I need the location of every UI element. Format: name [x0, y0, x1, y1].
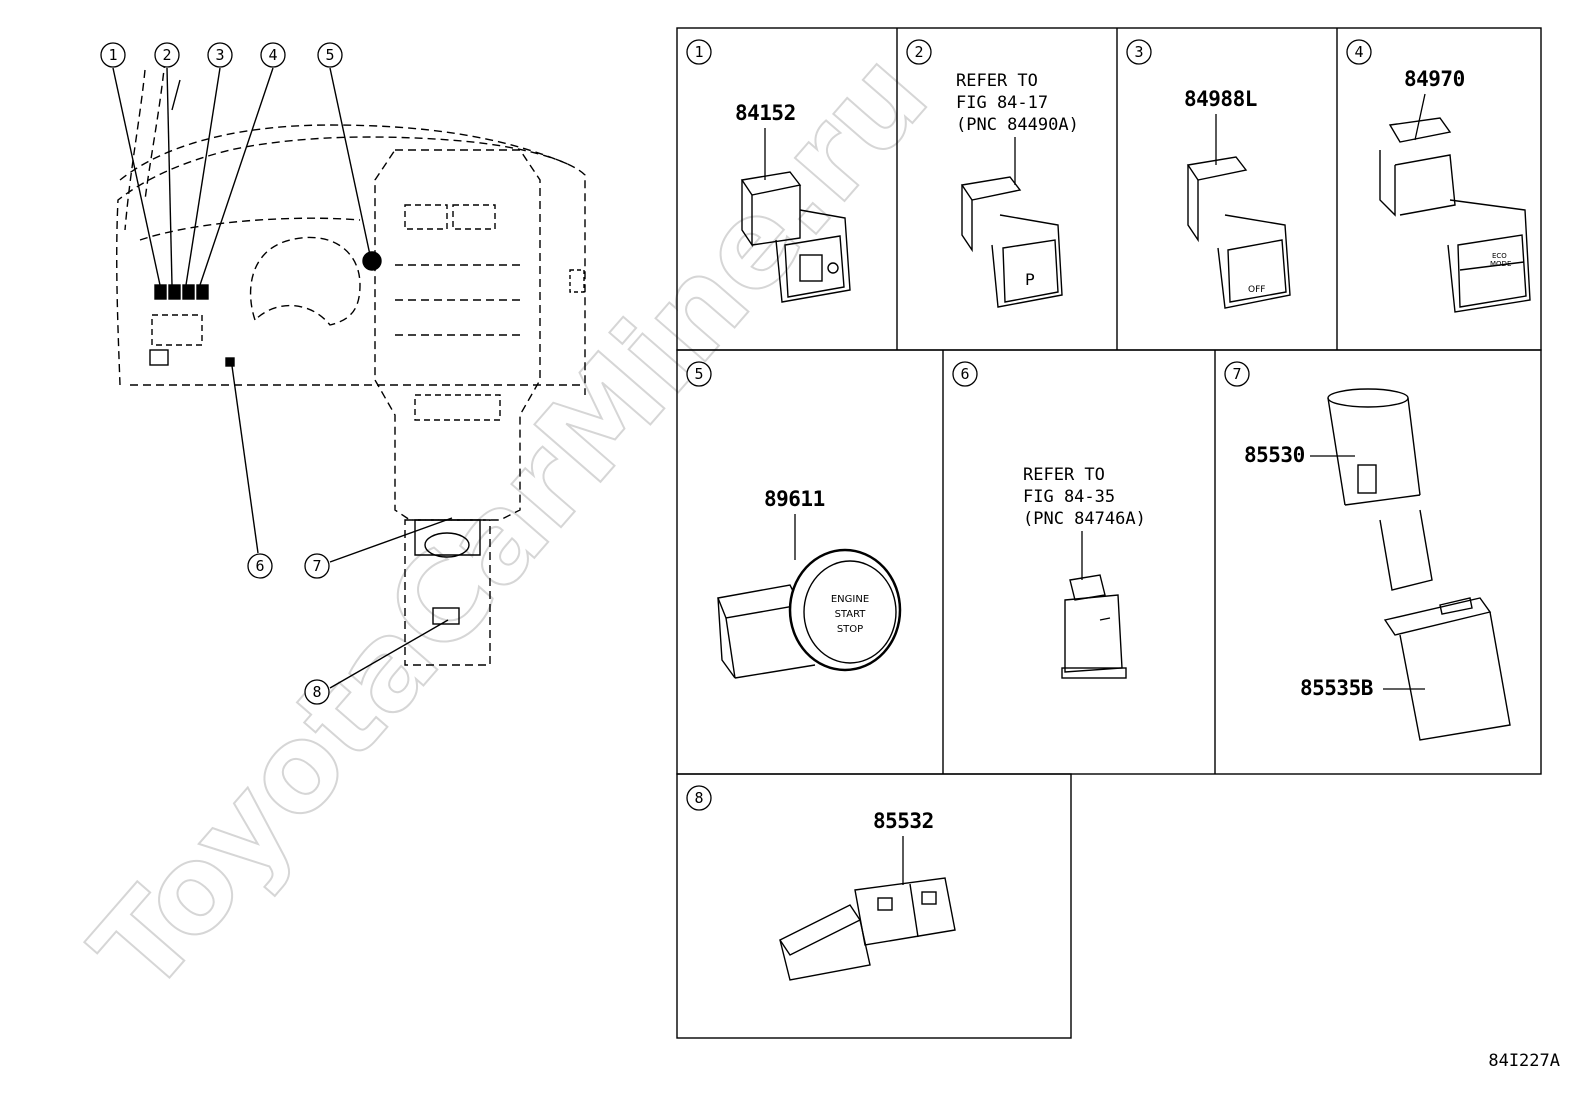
svg-text:MODE: MODE: [1490, 260, 1511, 268]
svg-text:2: 2: [914, 43, 923, 61]
figure-code: 84I227A: [1488, 1051, 1560, 1071]
panel-1: 1 84152: [686, 39, 851, 303]
svg-text:P: P: [1025, 270, 1035, 289]
svg-text:6: 6: [960, 365, 969, 383]
svg-text:FIG 84-35: FIG 84-35: [1023, 487, 1115, 507]
svg-text:8: 8: [694, 789, 703, 807]
part-number-85535B: 85535B: [1300, 676, 1373, 700]
svg-text:7: 7: [312, 557, 321, 575]
svg-text:6: 6: [255, 557, 264, 575]
switch-84152-illustration: [740, 171, 851, 303]
eco-mode-switch-illustration: ECO MODE: [1379, 117, 1531, 313]
part-number-85530: 85530: [1244, 443, 1305, 467]
svg-text:4: 4: [268, 46, 277, 64]
svg-text:4: 4: [1354, 43, 1363, 61]
watermark: ToyotaCarMine.ru: [67, 27, 955, 1019]
svg-text:1: 1: [108, 46, 117, 64]
panel-6: 6 REFER TO FIG 84-35 (PNC 84746A): [952, 361, 1146, 679]
svg-text:START: START: [835, 609, 867, 620]
seat-heater-switch-illustration: [778, 877, 956, 981]
part-number-84970: 84970: [1404, 67, 1465, 91]
svg-text:2: 2: [162, 46, 171, 64]
panel-4: 4 84970 ECO MODE: [1346, 39, 1531, 313]
svg-text:7: 7: [1232, 365, 1241, 383]
svg-text:ECO: ECO: [1492, 252, 1507, 260]
dashboard-overview-drawing: [112, 59, 586, 689]
svg-text:REFER TO: REFER TO: [956, 71, 1038, 91]
overview-callout-1: 1: [100, 42, 126, 68]
svg-text:(PNC 84746A): (PNC 84746A): [1023, 509, 1146, 529]
svg-text:5: 5: [325, 46, 334, 64]
svg-text:1: 1: [694, 43, 703, 61]
part-number-84988L: 84988L: [1184, 87, 1257, 111]
overview-callout-6: 6: [247, 553, 273, 579]
svg-text:3: 3: [1134, 43, 1143, 61]
svg-text:STOP: STOP: [837, 624, 863, 635]
overview-callout-8: 8: [304, 679, 330, 705]
vsc-off-switch-illustration: OFF: [1186, 156, 1291, 309]
panel-5: 5 89611 ENGINE START STOP: [686, 361, 902, 679]
svg-text:8: 8: [312, 683, 321, 701]
overview-callout-3: 3: [207, 42, 233, 68]
panel-7: 7 85530 85535B: [1224, 361, 1511, 741]
svg-text:(PNC 84490A): (PNC 84490A): [956, 115, 1079, 135]
overview-callout-4: 4: [260, 42, 286, 68]
part-number-84152: 84152: [735, 101, 796, 125]
panel-2: 2 REFER TO FIG 84-17 (PNC 84490A) P: [906, 39, 1079, 308]
part-number-85532: 85532: [873, 809, 934, 833]
panel-3: 3 84988L OFF: [1126, 39, 1291, 309]
panel-grid: [676, 27, 1542, 1039]
parking-sensor-switch-illustration: P: [960, 176, 1063, 308]
connector-84746A-illustration: [1061, 574, 1127, 679]
overview-callout-2: 2: [154, 42, 180, 68]
power-outlet-socket-illustration: [1327, 388, 1433, 591]
overview-callout-7: 7: [304, 553, 330, 579]
svg-text:3: 3: [215, 46, 224, 64]
engine-start-stop-button-illustration: ENGINE START STOP: [717, 548, 902, 679]
svg-text:ENGINE: ENGINE: [831, 594, 869, 605]
panel-8: 8 85532: [686, 785, 956, 981]
svg-text:OFF: OFF: [1248, 285, 1265, 295]
power-outlet-cover-illustration: [1383, 597, 1511, 741]
svg-text:5: 5: [694, 365, 703, 383]
svg-text:FIG 84-17: FIG 84-17: [956, 93, 1048, 113]
overview-callout-5: 5: [317, 42, 343, 68]
part-number-89611: 89611: [764, 487, 825, 511]
svg-text:REFER TO: REFER TO: [1023, 465, 1105, 485]
